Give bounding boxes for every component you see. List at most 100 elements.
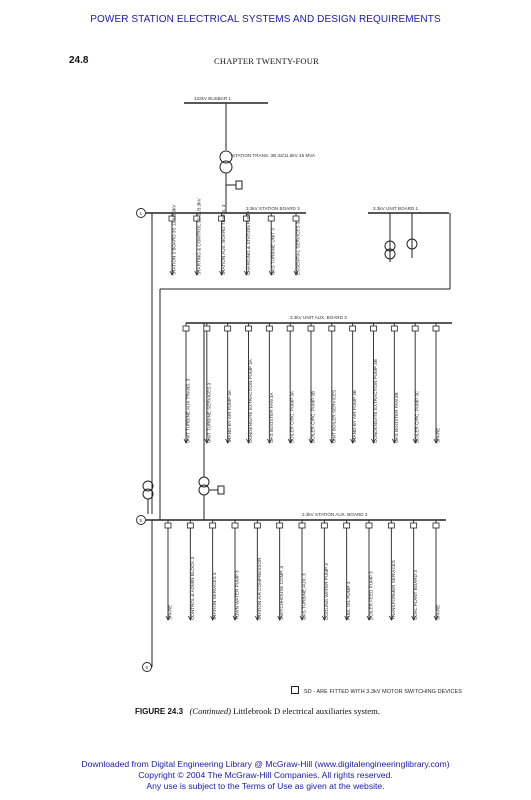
figure-caption-text: Littlebrook D electrical auxiliaries sys… [231,706,380,716]
breaker-box [253,522,261,529]
station-board-feeder: ESSENTIAL SERVICES 3 [292,213,301,276]
footer-download-notice: Downloaded from Digital Engineering Libr… [0,759,531,769]
bus-label-unit-board-1: 3.3kV UNIT BOARD 1 [373,206,419,211]
unit-aux-board-feeder: BOILER CIRC. PUMP 3A [286,323,295,444]
breaker-box [164,522,172,529]
station-board-feeder-label: ESSENTIAL SERVICES 3 [296,221,301,275]
svg-text:1: 1 [140,211,143,216]
station-aux-board-feeder: STATION AIR COMPRESSOR [253,520,262,621]
breaker-box [370,325,377,332]
station-aux-board-feeder: SWITCHHOUSE COMP. 3 [276,520,284,621]
station-aux-board-feeder-label: COOLING WATER PUMP 3 [324,563,329,620]
unit-aux-board-feeder: GAS BOOSTER FAN 3B [390,323,399,444]
footer-copyright-text: Copyright © 2004 The McGraw-Hill Compani… [138,770,393,780]
figure-caption-label: FIGURE 24.3 [135,707,184,716]
breaker-box [193,215,201,222]
unit-aux-board-feeder: STAND-BY AIR PUMP 3A [224,323,232,444]
breaker-box [286,325,294,332]
station-board-feeder-label: STATION 3 BOARD 3S 11.5/3.3kV [172,204,177,275]
unit-aux-board-feeder-label: UNIT TURBINE SERVICES 3 [206,382,211,443]
unit-aux-board-feeder-label: BOILER CIRC. PUMP 3B [311,391,316,443]
unit-aux-board-feeder-label: STAND-BY AIR PUMP 3B [352,390,357,443]
station-aux-board-feeder-label: STATION AIR COMPRESSOR [257,557,262,620]
unit-aux-board-feeder-label: BOILER CIRC. PUMP 3C [415,390,420,443]
diagram-legend: SD - ARE FITTED WITH 3.3kV MOTOR SWITCHI… [291,686,462,695]
station-board-feeder-label: GAS TURBINE UNIT 3 [271,228,276,275]
station-aux-board-feeder: TRANSFORMER SERVICES [387,520,396,621]
figure-caption-continued: (Continued) [189,706,231,716]
breaker-box [411,325,419,332]
station-board-feeder-label: CHARGING & STATION PUMP [246,211,251,275]
unit-aux-board-feeder-label: GAS BOOSTER FAN 3A [269,392,274,443]
station-aux-board-feeder: SPARE [164,520,173,621]
station-board-feeder: STATION AUX. BOARD TRANS. 3 [218,204,226,276]
svg-text:6: 6 [146,665,149,670]
station-aux-board-feeder: SPARE [432,520,441,621]
unit-aux-board-feeder-label: STAND-BY AIR PUMP 3A [227,389,232,443]
breaker-box [186,522,194,529]
node-marker-1: 1 [136,208,146,218]
breaker-box [343,522,351,529]
station-aux-board-feeder-label: BOILER FEED PUMP 3 [369,571,374,620]
breaker-box [298,522,306,529]
footer-terms-text: Any use is subject to the Terms of Use a… [146,781,385,791]
unit-aux-board-feeder-label: CONDENSATE EXTRACTION PUMP 3B [373,359,378,443]
unit-aux-board-feeder: UNIT BOILER SERVICES [328,323,336,444]
bus-label-station-aux-board-3: 3.3kV STATION AUX. BOARD 3 [302,512,368,517]
station-board-feeder: CHARGING & STATION PUMP [242,211,251,276]
figure-caption: FIGURE 24.3 (Continued) Littlebrook D el… [135,706,380,716]
station-aux-board-feeder: TOWN WATER PUMP 3 [231,520,240,621]
breaker-box [245,325,252,332]
station-aux-board-feeder-label: TRANSFORMER SERVICES [391,560,396,620]
unit-aux-board-feeder: CONDENSATE EXTRACTION PUMP 3B [370,323,378,444]
breaker-box [276,522,284,529]
unit-aux-board-feeder: GAS BOOSTER FAN 3A [265,323,274,444]
breaker-box [168,215,176,222]
unit-aux-board-feeder-label: UNIT BOILER SERVICES [331,390,336,443]
station-transformer-primary [219,150,233,164]
breaker-box [320,522,328,529]
breaker-box [242,215,250,222]
footer-terms: Any use is subject to the Terms of Use a… [0,781,531,791]
breaker-box [209,522,217,529]
breaker-box [410,522,418,529]
station-aux-board-feeder-label: SPARE [168,605,173,620]
breaker-box [231,522,239,529]
unit-aux-board-feeder-label: SPARE [436,428,441,443]
station-aux-board-feeder-label: TOWN WATER PUMP 3 [235,570,240,620]
page-number: 24.8 [69,55,89,66]
breaker-box [432,325,440,332]
breaker-box [390,325,398,332]
breaker-box [218,215,226,222]
station-board-feeder: STATION 3 BOARD 3S 11.5/3.3kV [168,204,177,276]
station-aux-board-feeder: COAL PLANT BOARD 3 [410,520,418,621]
unit-aux-board-feeder: UNIT TURBINE SERVICES 3 [203,323,211,444]
unit-aux-board-feeder: UNIT TURBINE AUX TRANS. 3 [182,323,191,444]
station-aux-board-feeder: BOILER FEED PUMP 3 [365,520,374,621]
footer-copyright: Copyright © 2004 The McGraw-Hill Compani… [0,770,531,780]
unit-aux-board-feeder: SPARE [432,323,441,444]
node-marker-5: 5 [136,515,146,525]
station-aux-board-feeder-label: CONTROL & ADMIN BLOCK 3 [190,556,195,620]
station-aux-board-feeder-label: STATION SERVICES 3 [212,572,217,620]
station-board-feeder-label: STARTING & CONTROL 3S 11/3.3kV [196,197,201,275]
station-aux-board-feeder-label: FUEL OIL PUMP 3 [346,581,351,620]
bus-label-station-board-3: 3.3kV STATION BOARD 3 [246,206,300,211]
breaker-box [292,215,300,222]
legend-box-icon [291,686,299,694]
breaker-box [203,325,211,332]
svg-text:5: 5 [140,518,143,523]
breaker-box [265,325,273,332]
unit-aux-board-feeder-label: CONDENSATE EXTRACTION PUMP 3A [248,358,253,443]
transformer-label: STATION TRANS. 3B 33/11.5kV 45 MVA [232,153,316,158]
breaker-box [328,325,336,332]
breaker-box [307,325,315,332]
footer-download-text: Downloaded from Digital Engineering Libr… [81,759,450,769]
breaker-box [182,325,190,332]
book-title-header: POWER STATION ELECTRICAL SYSTEMS AND DES… [90,14,441,25]
station-board-feeder: GAS TURBINE UNIT 3 [267,213,276,276]
station-aux-board-feeder: STATION SERVICES 3 [209,520,217,621]
breaker-box [224,325,232,332]
unit-aux-board-feeder-label: BOILER CIRC. PUMP 3A [290,390,295,443]
